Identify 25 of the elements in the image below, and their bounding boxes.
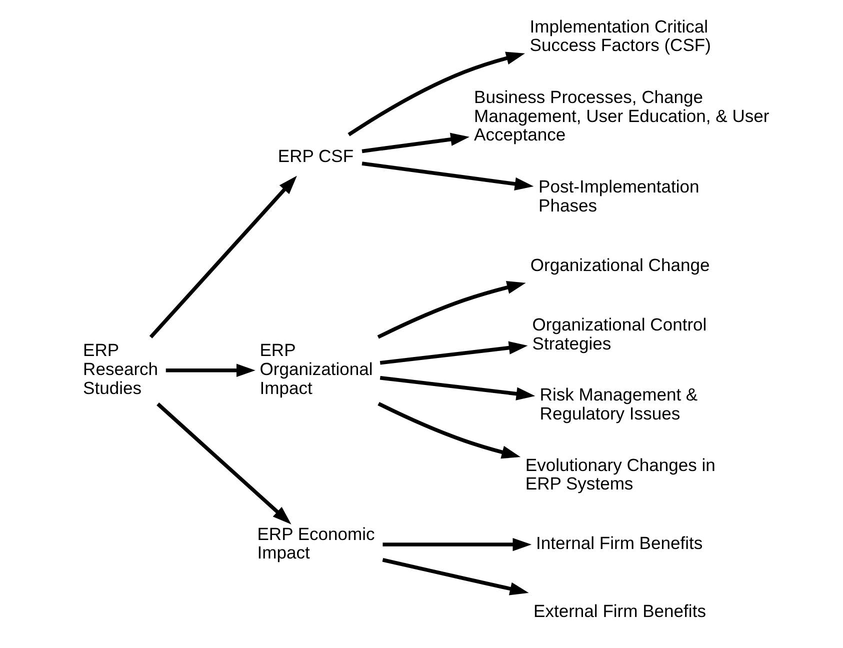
node-text: Business Processes, Change Management, User Education, & User Acceptance [474,87,769,145]
arrow [347,52,524,136]
node-text: ERP CSF [277,146,354,166]
arrow [361,162,534,190]
node-text: Internal Firm Benefits [536,533,702,554]
arrow [165,364,255,377]
node-text: ERP Economic Impact [256,524,374,563]
arrow [382,558,528,596]
node-text: Organizational Change [530,254,710,275]
arrow [376,280,526,339]
node-text: Evolutionary Changes in ERP Systems [524,454,715,494]
arrow [148,176,296,338]
arrow [379,341,528,365]
arrow [361,132,469,154]
node-text: Organizational Control Strategies [532,314,706,354]
arrow [379,376,535,400]
node-text: Implementation Critical Success Factors (CSF) [529,16,710,56]
node-text: ERP Research Studies [82,340,158,398]
node-text: ERP Organizational Impact [259,340,372,398]
arrow [382,538,532,552]
node-text: Risk Management & Regulatory Issues [539,384,698,424]
arrow [377,402,520,459]
node-text: Post-Implementation Phases [538,176,699,216]
node-text: External Firm Benefits [533,600,706,621]
arrow [156,402,291,524]
